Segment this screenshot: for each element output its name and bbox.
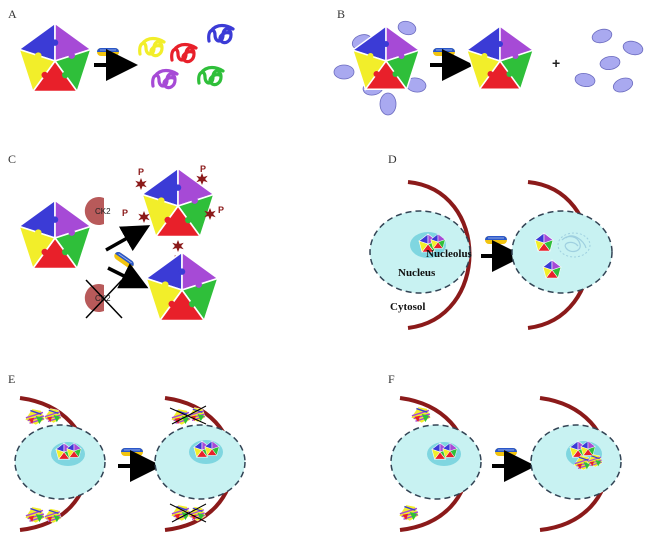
unfolded-monomers [138, 23, 235, 90]
phospho-label: P [200, 164, 206, 174]
unfolded-chain-icon [138, 36, 166, 58]
panel-e: E [8, 372, 246, 532]
nucleus-label: Nucleus [398, 267, 436, 279]
chaperone-icon [622, 40, 644, 56]
phospho-label: P [218, 205, 224, 215]
pentamer-icon [145, 251, 219, 322]
panel-letter-d: D [388, 152, 397, 166]
phospho-star-icon [172, 240, 184, 252]
drug-capsule-icon [494, 447, 518, 457]
panel-f: F [388, 372, 622, 532]
mixed-pentamer-icon [24, 408, 46, 426]
arrow-icon [105, 225, 151, 252]
panel-letter-b: B [337, 7, 345, 21]
panel-d: D Nucleolus Nucleus Cytosol [369, 152, 613, 330]
chaperone-icon [397, 20, 417, 36]
panel-a: A [8, 7, 235, 93]
panel-letter-f: F [388, 372, 395, 386]
drug-capsule-icon [484, 235, 508, 245]
panel-letter-e: E [8, 372, 15, 386]
crossed-pentamers [169, 405, 207, 523]
drug-capsule-icon [120, 447, 144, 457]
arrow-icon [107, 263, 149, 289]
phospho-label: P [122, 208, 128, 218]
drug-capsule-icon [112, 250, 136, 270]
drug-capsule-icon [96, 47, 120, 57]
mixed-pentamer-icon [24, 506, 46, 524]
ck2-inhibited-icon: CK2 [84, 279, 123, 319]
phospho-star-icon [135, 178, 147, 190]
svg-text:CK2: CK2 [95, 207, 111, 216]
phospho-label: P [138, 167, 144, 177]
chaperone-icon [379, 92, 397, 116]
ck2-kinase-icon: CK2 [84, 196, 111, 225]
panel-letter-c: C [8, 152, 16, 166]
chaperone-icon [612, 77, 634, 93]
unfolded-chain-icon [170, 42, 198, 64]
pentamer-icon [465, 25, 535, 91]
chaperone-icon [591, 28, 613, 44]
chaperone-icon [333, 64, 355, 80]
mixed-pentamer-icon [398, 504, 420, 522]
pentamer-icon [18, 199, 92, 270]
nucleolus-label: Nucleolus [426, 248, 473, 260]
disrupted-nucleolus [557, 232, 591, 258]
panel-c: C CK2 P P P P P CK2 [8, 152, 224, 322]
unfolded-chain-icon [197, 65, 225, 87]
chaperone-icon [599, 55, 621, 71]
chaperones-free [574, 28, 644, 93]
panel-b: B + [333, 7, 644, 116]
pentamer-icon [18, 22, 92, 93]
plus-sign: + [552, 55, 560, 71]
panel-letter-a: A [8, 7, 17, 21]
unfolded-chain-icon [151, 68, 179, 90]
mixed-pentamer-icon [410, 406, 432, 424]
nucleus [511, 210, 613, 294]
mixed-pentamer-icon [43, 507, 63, 524]
drug-capsule-icon [432, 47, 456, 57]
unfolded-chain-icon [207, 23, 235, 45]
cytosol-label: Cytosol [390, 301, 425, 313]
chaperone-icon [574, 72, 596, 88]
